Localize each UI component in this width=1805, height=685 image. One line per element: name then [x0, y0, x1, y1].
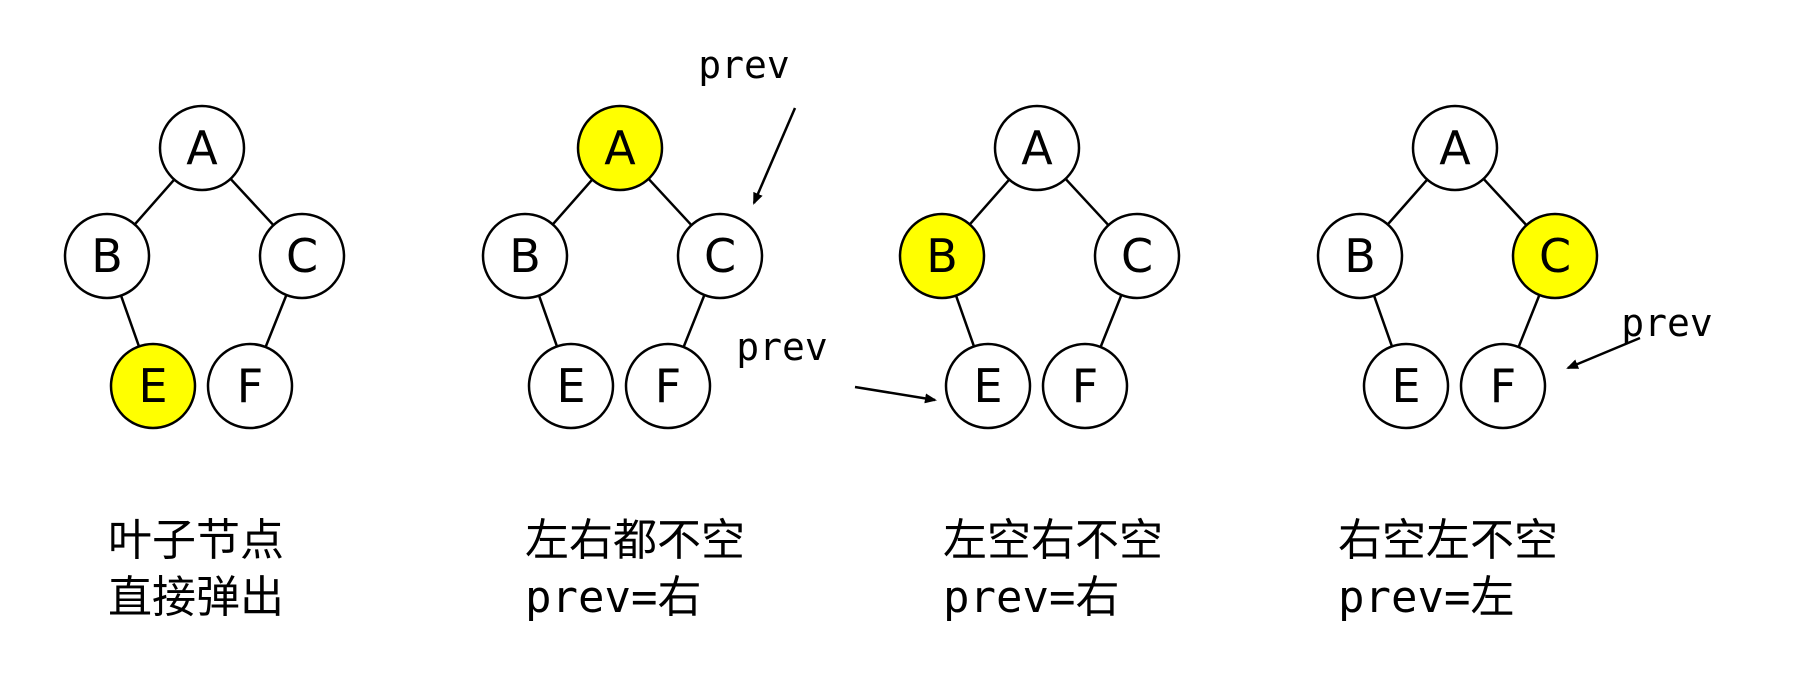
edge-C-F	[1517, 294, 1541, 348]
caption-line-2: prev=右	[943, 572, 1119, 623]
tree-node-A: A	[576, 104, 664, 192]
node-label: C	[704, 229, 736, 283]
node-label: E	[556, 359, 585, 413]
tree-node-C: C	[676, 212, 764, 300]
node-label: C	[1121, 229, 1153, 283]
node-circle	[1362, 342, 1450, 430]
edge-A-B	[968, 178, 1011, 226]
prev-arrow	[752, 107, 797, 205]
node-label: E	[138, 359, 167, 413]
node-circle	[1316, 212, 1404, 300]
edge-A-C	[647, 177, 693, 227]
node-label: F	[655, 359, 681, 413]
node-circle	[624, 342, 712, 430]
caption-line-1: 叶子节点	[108, 515, 284, 566]
tree-node-A: A	[158, 104, 246, 192]
node-circle	[1411, 104, 1499, 192]
tree-node-B: B	[481, 212, 569, 300]
prev-annotation: prev	[698, 43, 797, 205]
tree-node-F: F	[1041, 342, 1129, 430]
edge-C-F	[682, 294, 706, 348]
tree-node-E: E	[944, 342, 1032, 430]
edge-B-E	[1372, 295, 1394, 347]
node-circle	[1511, 212, 1599, 300]
node-circle	[944, 342, 1032, 430]
prev-label: prev	[1621, 301, 1713, 345]
tree-node-A: A	[1411, 104, 1499, 192]
node-label: E	[973, 359, 1002, 413]
tree-node-A: A	[993, 104, 1081, 192]
tree-node-F: F	[206, 342, 294, 430]
node-circle	[576, 104, 664, 192]
tree-node-B: B	[1316, 212, 1404, 300]
edge-C-F	[264, 294, 288, 348]
caption-line-2: prev=右	[525, 572, 701, 623]
edge-B-E	[954, 295, 976, 347]
node-circle	[1093, 212, 1181, 300]
edge-A-B	[551, 178, 594, 226]
node-circle	[109, 342, 197, 430]
prev-arrow	[854, 385, 937, 404]
edge-A-C	[1482, 177, 1528, 227]
node-circle	[993, 104, 1081, 192]
tree-node-F: F	[1459, 342, 1547, 430]
node-label: E	[1391, 359, 1420, 413]
node-circle	[676, 212, 764, 300]
node-label: B	[926, 229, 958, 283]
caption-line-1: 左空右不空	[943, 515, 1163, 566]
edge-B-E	[537, 295, 559, 347]
node-label: C	[1539, 229, 1571, 283]
node-label: B	[509, 229, 541, 283]
caption-line-2: 直接弹出	[108, 572, 284, 623]
node-circle	[63, 212, 151, 300]
node-circle	[481, 212, 569, 300]
node-circle	[158, 104, 246, 192]
tree-node-E: E	[109, 342, 197, 430]
tree-node-F: F	[624, 342, 712, 430]
tree-node-E: E	[1362, 342, 1450, 430]
prev-annotation: prev	[1566, 301, 1713, 370]
node-label: C	[286, 229, 318, 283]
edge-C-F	[1099, 294, 1123, 348]
caption-line-1: 左右都不空	[525, 515, 745, 566]
edge-A-C	[1064, 177, 1110, 227]
node-label: B	[1344, 229, 1376, 283]
prev-label: prev	[698, 43, 790, 87]
node-label: A	[1439, 121, 1471, 175]
node-label: B	[91, 229, 123, 283]
node-circle	[898, 212, 986, 300]
caption-line-2: prev=左	[1338, 572, 1514, 623]
tree-node-E: E	[527, 342, 615, 430]
node-label: A	[604, 121, 636, 175]
tree-node-C: C	[1511, 212, 1599, 300]
prev-label: prev	[736, 325, 828, 369]
edge-A-C	[229, 177, 275, 227]
prev-annotation: prev	[736, 325, 937, 404]
node-circle	[527, 342, 615, 430]
node-label: A	[1021, 121, 1053, 175]
edge-A-B	[133, 178, 176, 226]
tree-node-C: C	[258, 212, 346, 300]
tree-node-C: C	[1093, 212, 1181, 300]
tree-node-B: B	[63, 212, 151, 300]
tree-node-B: B	[898, 212, 986, 300]
edge-A-B	[1386, 178, 1429, 226]
node-circle	[258, 212, 346, 300]
node-label: F	[237, 359, 263, 413]
node-label: F	[1072, 359, 1098, 413]
caption-line-1: 右空左不空	[1338, 515, 1558, 566]
prev-arrow	[1566, 336, 1641, 370]
node-label: A	[186, 121, 218, 175]
node-label: F	[1490, 359, 1516, 413]
node-circle	[206, 342, 294, 430]
edge-B-E	[119, 295, 141, 347]
node-circle	[1459, 342, 1547, 430]
node-circle	[1041, 342, 1129, 430]
